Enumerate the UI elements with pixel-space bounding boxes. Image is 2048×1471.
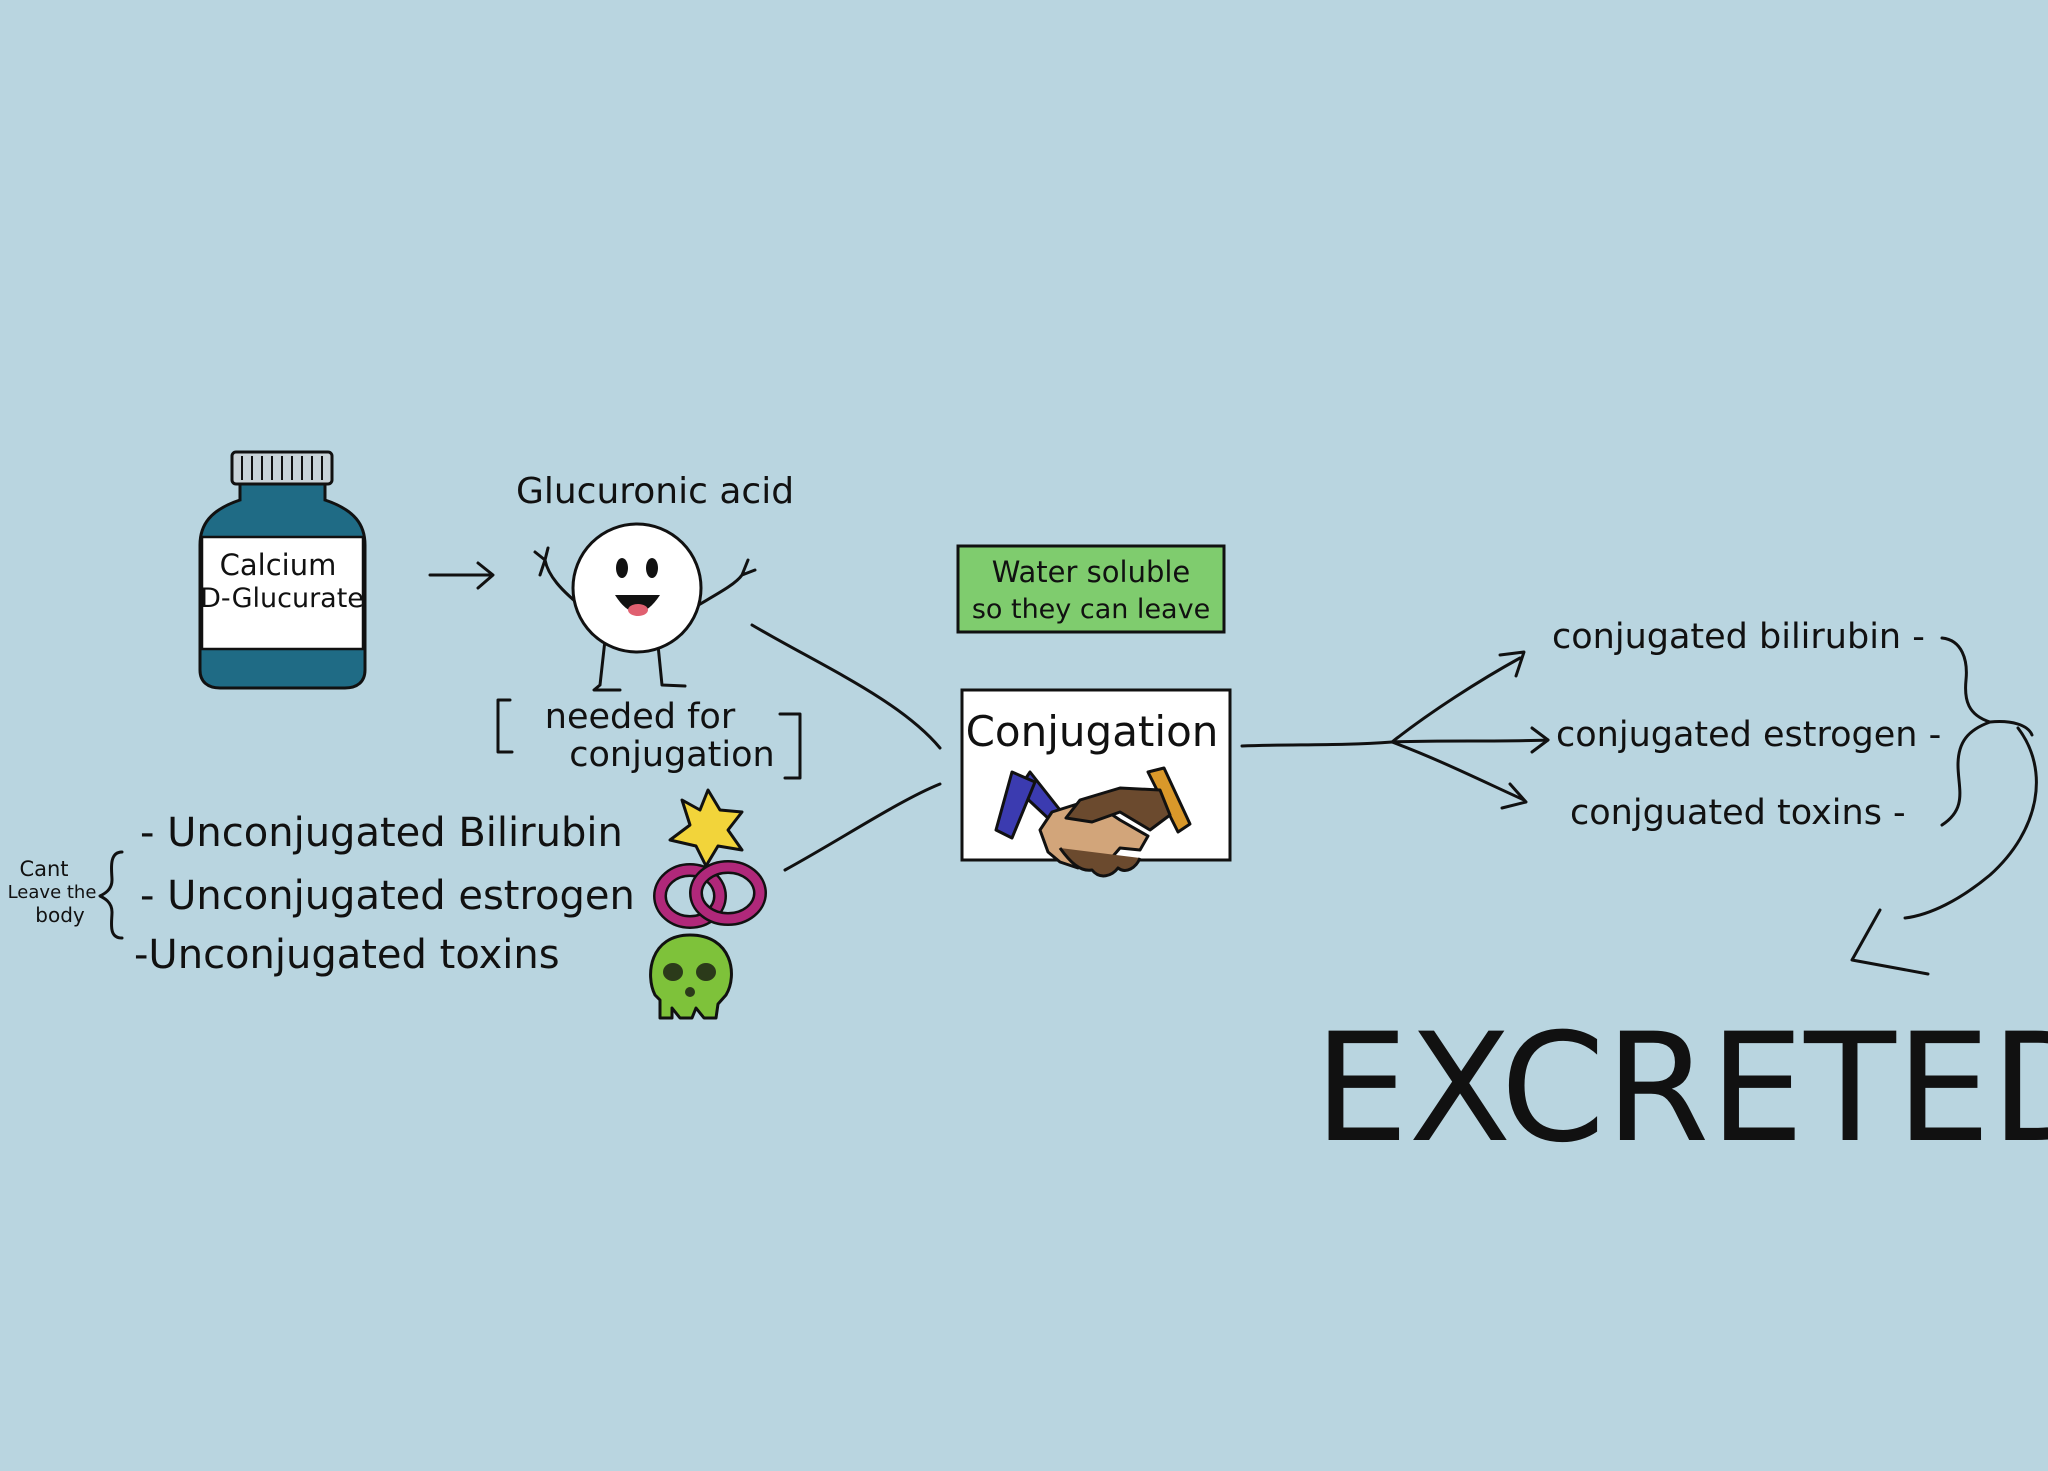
conjugated-item-3: conjguated toxins - [1570,793,1906,833]
excreted-label: EXCRETED [1314,1002,2048,1176]
cant-leave-line3: body [35,903,85,927]
skull-icon [649,933,733,1020]
needed-note-line1: needed for [545,697,736,737]
arrow-bottle-to-acid [428,561,495,590]
bottle-icon [198,450,367,690]
water-soluble-box [956,544,1226,634]
cant-leave-line1: Cant [19,857,68,881]
arrow-to-excreted [1850,726,2038,976]
glucuronic-title: Glucuronic acid [516,471,794,512]
unconjugated-item-3: -Unconjugated toxins [134,932,560,978]
conjugation-label: Conjugation [966,707,1219,756]
arrows-conjugation-to-products [1240,650,1550,810]
star-icon [668,788,744,868]
unconjugated-item-1: - Unconjugated Bilirubin [140,810,623,856]
unconjugated-item-2: - Unconjugated estrogen [140,873,635,919]
conjugated-item-1: conjugated bilirubin - [1552,617,1925,657]
conjugated-brace [1940,636,2034,827]
cant-leave-line2: Leave the [8,882,97,903]
needed-note-line2: conjugation [569,735,774,775]
cant-leave-brace [98,850,124,940]
needed-note-brackets [496,698,802,780]
conjugated-item-2: conjugated estrogen - [1556,715,1941,755]
water-soluble-line2: so they can leave [972,594,1210,625]
molecule-character-icon [533,522,757,692]
handshake-icon [994,766,1192,878]
bottle-label-line1: Calcium [220,548,337,582]
line-acid-to-conjugation [750,623,942,750]
bottle-label-line2: D-Glucurate [200,583,364,614]
water-soluble-line1: Water soluble [992,555,1191,589]
rings-icon [653,860,767,929]
line-unconjugated-to-conjugation [783,782,942,872]
